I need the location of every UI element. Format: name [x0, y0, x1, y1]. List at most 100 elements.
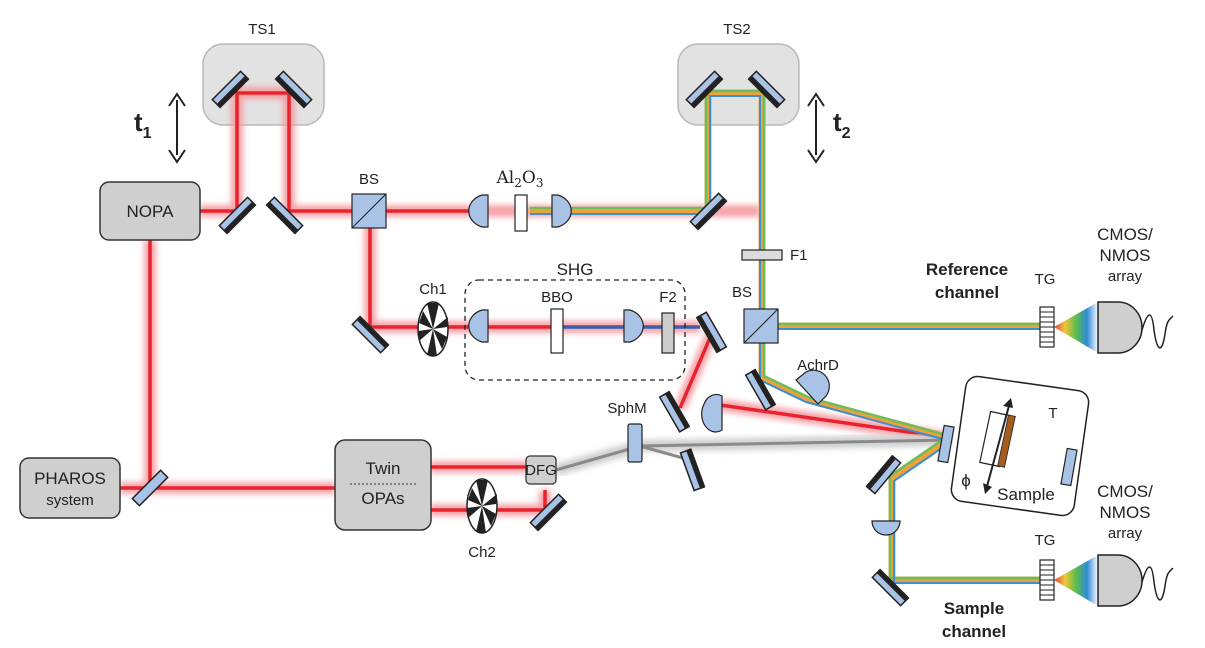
- lens-sample-probe: [701, 393, 723, 433]
- label-t1-main: t: [134, 107, 143, 137]
- grating-tg-bottom: [1039, 559, 1055, 601]
- dfg-box[interactable]: [525, 455, 557, 485]
- signal-wave-bottom: [1141, 566, 1174, 601]
- detector-top: [1097, 301, 1174, 354]
- white-light-beam-paths: [530, 89, 1040, 584]
- mirror-dfg: [679, 448, 706, 492]
- lens-shg-out: [623, 309, 644, 343]
- label-ch2: Ch2: [468, 544, 496, 561]
- label-f1: F1: [790, 247, 808, 264]
- label-t1-sub: 1: [143, 125, 152, 142]
- label-shg: SHG: [557, 260, 594, 279]
- sample-stage[interactable]: [937, 375, 1090, 517]
- ts1-mirror-left: [211, 70, 250, 109]
- ts1-stage[interactable]: [202, 43, 325, 126]
- label-ts2: TS2: [723, 21, 751, 38]
- mirror-sample-2: [871, 568, 910, 607]
- label-sphm: SphM: [607, 400, 646, 417]
- label-t-stage: T: [1048, 405, 1057, 422]
- mirror-pharos: [131, 469, 169, 507]
- rotation-axis-arrow: [985, 401, 1011, 491]
- pharos-box[interactable]: [19, 457, 121, 519]
- label-sample-channel-1: Sample: [944, 599, 1004, 618]
- label-reference-channel-1: Reference: [926, 260, 1008, 279]
- lens-al2o3-in: [468, 194, 489, 228]
- lens-achrd: [795, 369, 830, 405]
- mirror-bs-down: [744, 368, 777, 411]
- chopper-ch2: [466, 478, 498, 534]
- mirror-ch2: [529, 493, 568, 532]
- label-ts1: TS1: [248, 21, 276, 38]
- chopper-ch1: [417, 301, 449, 357]
- t1-arrow: [168, 92, 186, 164]
- mirror-ch1: [351, 315, 390, 354]
- ts1-mirror-right: [274, 70, 313, 109]
- label-phi: ϕ: [961, 471, 971, 490]
- label-cmos-bot-1: CMOS/: [1097, 482, 1153, 501]
- label-pharos-1: PHAROS: [34, 469, 106, 488]
- spectrum-fan-top: [1054, 302, 1098, 353]
- label-twin: Twin: [366, 459, 401, 478]
- mirror-shg-exit: [695, 311, 728, 354]
- label-cmos-top-2: NMOS: [1100, 246, 1151, 265]
- ts2-mirror-left: [685, 70, 724, 109]
- bbo-crystal: [550, 308, 564, 354]
- label-pharos-2: system: [46, 492, 94, 509]
- label-cmos-bot-2: NMOS: [1100, 503, 1151, 522]
- mirror-nopa-2: [265, 196, 304, 235]
- label-cmos-top-1: CMOS/: [1097, 225, 1153, 244]
- beam-splitter-mid: [743, 308, 779, 344]
- label-t2-main: t: [833, 107, 842, 137]
- beam-splitter-top: [351, 193, 387, 229]
- label-tg-bottom: TG: [1035, 532, 1056, 549]
- f1-filter: [741, 249, 783, 261]
- t2-arrow: [807, 92, 825, 164]
- mirrors: [131, 70, 910, 607]
- mirror-sphm-feed: [658, 390, 691, 433]
- sample-film: [997, 414, 1016, 468]
- label-cmos-bot-3: array: [1108, 525, 1143, 542]
- label-reference-channel-2: channel: [935, 283, 999, 302]
- label-nopa: NOPA: [127, 202, 175, 221]
- mirror-ts2-feed: [689, 192, 728, 231]
- label-tg-top: TG: [1035, 271, 1056, 288]
- lenses: [468, 194, 901, 536]
- sample-window-out: [1060, 447, 1078, 487]
- mirror-nopa-1: [218, 196, 257, 235]
- lens-shg-in: [468, 309, 489, 343]
- label-sample: Sample: [997, 485, 1055, 504]
- label-bs-mid: BS: [732, 284, 752, 301]
- grating-tg-top: [1039, 306, 1055, 348]
- label-al2o3-3: 3: [536, 176, 544, 190]
- label-bbo: BBO: [541, 289, 573, 306]
- label-al2o3: Al2O3: [496, 168, 544, 190]
- al2o3-crystal: [514, 194, 528, 232]
- lens-sample-channel: [871, 520, 901, 536]
- label-t2: t2: [833, 107, 851, 142]
- label-ch1: Ch1: [419, 281, 447, 298]
- label-cmos-top-3: array: [1108, 268, 1143, 285]
- label-f2: F2: [659, 289, 677, 306]
- sample-window-in: [937, 424, 955, 464]
- label-al2o3-o: O: [522, 168, 536, 188]
- label-dfg: DFG: [525, 462, 557, 479]
- label-achrd: AchrD: [797, 357, 839, 374]
- nopa-box[interactable]: [99, 181, 201, 241]
- ts2-stage[interactable]: [677, 43, 800, 126]
- lens-al2o3-out: [551, 194, 572, 228]
- signal-wave-top: [1141, 314, 1174, 349]
- ts2-mirror-right: [747, 70, 786, 109]
- twin-opas-box[interactable]: [334, 439, 432, 531]
- label-t1: t1: [134, 107, 152, 142]
- label-opas: OPAs: [361, 489, 404, 508]
- label-bs-top: BS: [359, 171, 379, 188]
- label-t2-sub: 2: [842, 125, 851, 142]
- spectrum-fan-bottom: [1054, 555, 1098, 606]
- sphm-mirror: [627, 423, 643, 463]
- detector-bottom: [1097, 554, 1174, 607]
- label-sample-channel-2: channel: [942, 622, 1006, 641]
- label-al2o3-a: Al: [496, 168, 515, 188]
- mirror-sample-1: [865, 454, 902, 495]
- f2-filter: [661, 312, 675, 354]
